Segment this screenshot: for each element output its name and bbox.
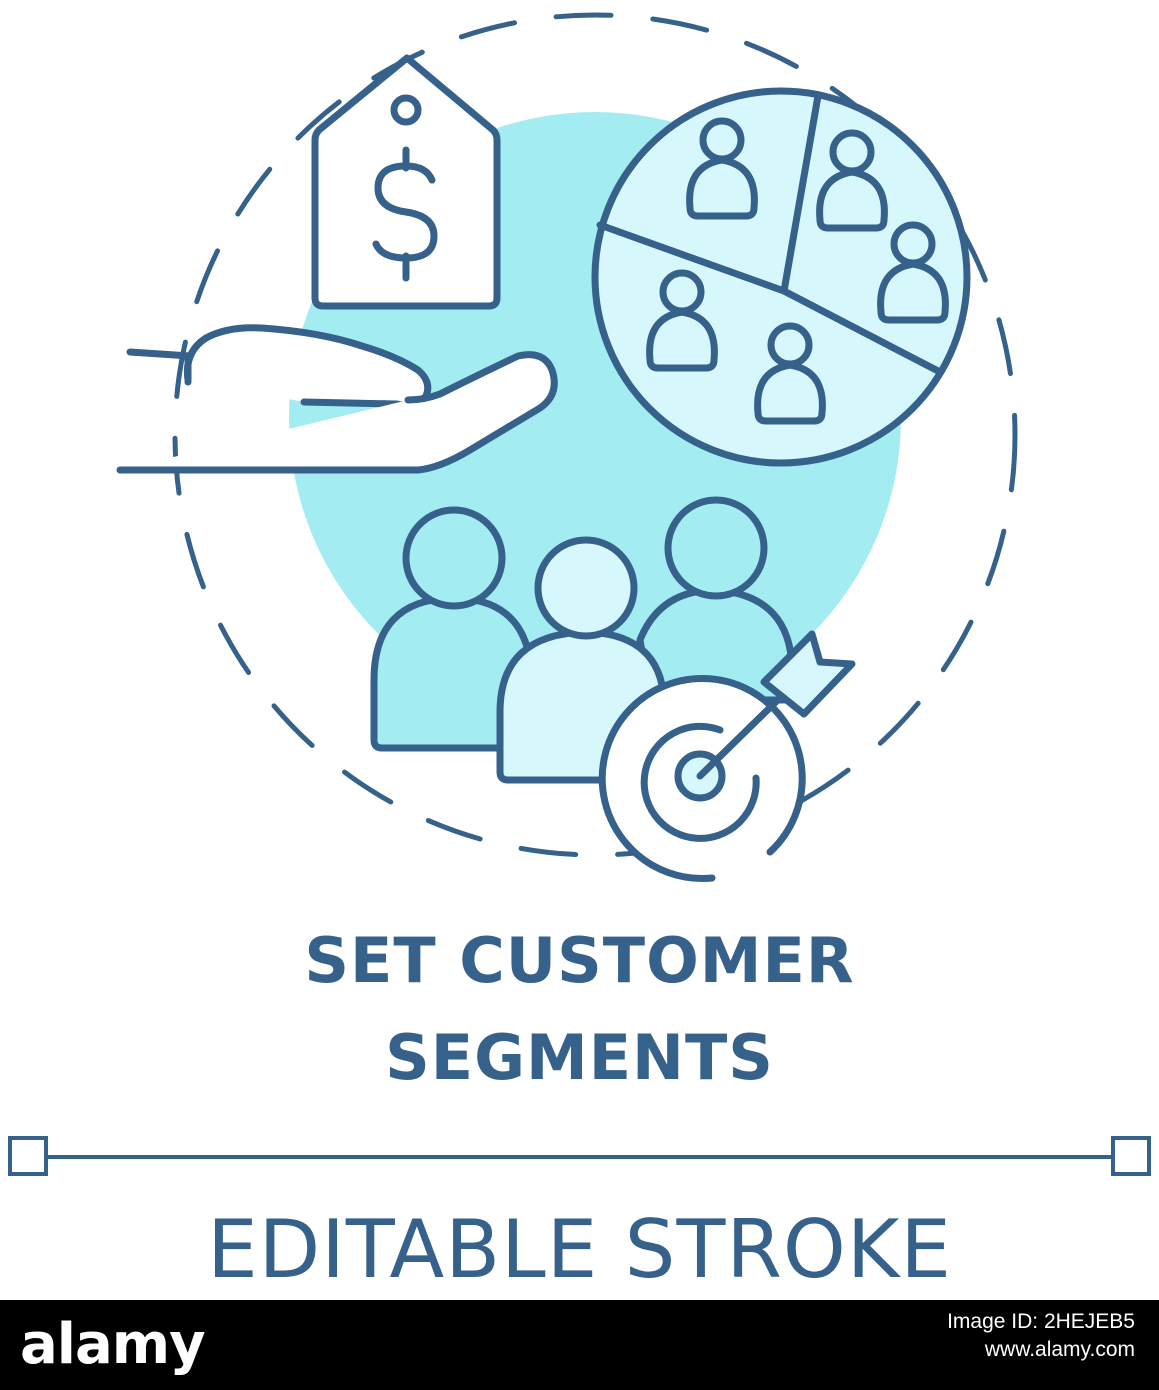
- person-icon: [370, 506, 534, 752]
- person-icon: [816, 129, 888, 232]
- price-tag-icon: [311, 54, 501, 310]
- stroke-handle-right: [1111, 1136, 1151, 1176]
- person-icon: [686, 117, 758, 220]
- editable-stroke-label: EDITABLE STROKE: [207, 1203, 952, 1296]
- person-icon: [754, 322, 826, 425]
- dashed-ring: [172, 12, 1018, 858]
- watermark-url: www.alamy.com: [984, 1338, 1135, 1361]
- person-icon: [877, 221, 949, 324]
- title-line-1: SET CUSTOMER: [304, 924, 855, 997]
- watermark-caption: Image ID: 2HEJEB5 www.alamy.com: [947, 1308, 1135, 1364]
- watermark-logo: alamy: [20, 1312, 206, 1377]
- dollar-icon: [372, 146, 438, 282]
- arrow-icon: [696, 630, 856, 780]
- stroke-handle-left: [8, 1136, 48, 1176]
- editable-stroke-line: [8, 1136, 1151, 1176]
- person-icon: [636, 496, 796, 704]
- open-hand-icon: [116, 324, 558, 474]
- pie-chart-segments-icon: [591, 87, 971, 467]
- watermark-bar: alamy Image ID: 2HEJEB5 www.alamy.com: [0, 1300, 1159, 1390]
- person-icon: [646, 269, 718, 372]
- title-line-2: SEGMENTS: [385, 1021, 774, 1094]
- watermark-image-id: Image ID: 2HEJEB5: [947, 1310, 1135, 1333]
- set-customer-segments-illustration: [116, 12, 1018, 882]
